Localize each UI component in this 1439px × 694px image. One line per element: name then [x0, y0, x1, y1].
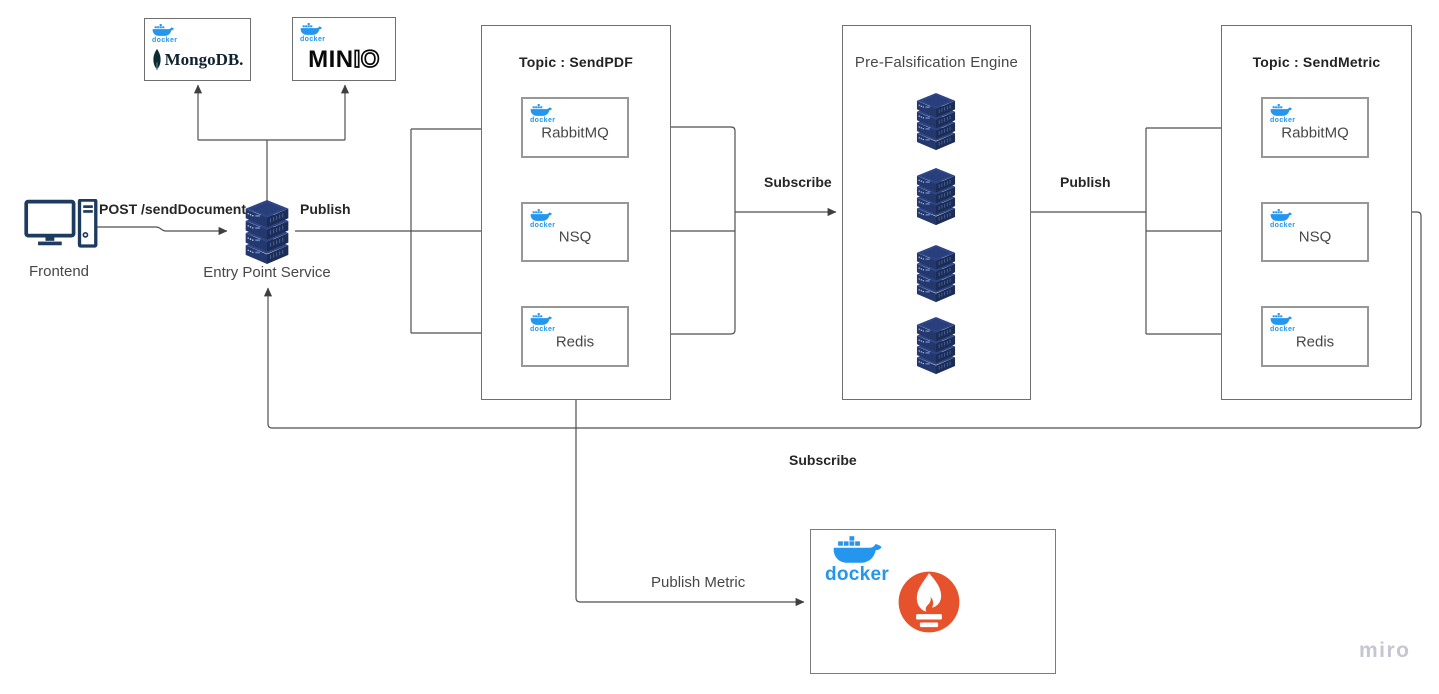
docker-whale-icon — [1270, 313, 1292, 325]
topic-sendpdf-title: Topic : SendPDF — [519, 54, 633, 70]
pre-falsification-engine-box[interactable]: Pre-Falsification Engine — [842, 25, 1031, 400]
docker-wordmark: docker — [824, 564, 890, 585]
mongodb-wordmark: MongoDB. — [164, 49, 244, 69]
sendpdf-nsq-node[interactable]: docker NSQ — [521, 202, 629, 262]
frontend-node[interactable] — [24, 198, 98, 256]
docker-whale-icon — [152, 24, 174, 36]
miro-watermark: miro — [1359, 639, 1411, 662]
edge-label-subscribe-in: Subscribe — [764, 174, 832, 190]
server-stack-icon — [916, 245, 956, 303]
sendpdf-rabbitmq-node[interactable]: docker RabbitMQ — [521, 97, 629, 158]
docker-label: docker — [152, 37, 178, 44]
docker-whale-icon — [530, 104, 552, 116]
server-stack-icon — [916, 168, 956, 226]
edge-label-publish-metric: Publish Metric — [651, 574, 746, 591]
docker-whale-icon — [1270, 209, 1292, 221]
edge-label-post-senddocument: POST /sendDocument — [99, 201, 247, 217]
docker-label: docker — [1270, 326, 1296, 333]
docker-badge: docker — [530, 311, 564, 333]
docker-label: docker — [300, 36, 326, 43]
sendpdf-rabbitmq-label: RabbitMQ — [541, 124, 609, 141]
topic-sendmetric-title: Topic : SendMetric — [1252, 54, 1381, 70]
docker-badge: docker — [152, 22, 186, 44]
docker-badge: docker — [300, 21, 334, 43]
metrics-stack-node[interactable]: docker — [810, 529, 1056, 674]
edge-label-subscribe-return: Subscribe — [789, 452, 857, 468]
docker-badge: docker — [1270, 102, 1304, 124]
docker-badge: docker — [530, 207, 564, 229]
docker-label: docker — [530, 117, 556, 124]
edge-label-publish-left: Publish — [300, 201, 351, 217]
sendmetric-nsq-label: NSQ — [1298, 228, 1332, 246]
edge-label-publish-right: Publish — [1060, 174, 1111, 190]
pre-falsification-engine-title: Pre-Falsification Engine — [854, 54, 1019, 71]
docker-whale-icon — [530, 313, 552, 325]
minio-wordmark: MINIO — [308, 46, 380, 73]
docker-label: docker — [530, 326, 556, 333]
docker-whale-icon — [300, 23, 322, 35]
entry-point-service-node[interactable] — [241, 200, 293, 265]
docker-whale-icon — [833, 536, 882, 563]
sendpdf-redis-label: Redis — [555, 333, 595, 350]
mongodb-node[interactable]: docker MongoDB. — [144, 18, 251, 81]
docker-label: docker — [530, 222, 556, 229]
docker-whale-icon — [1270, 104, 1292, 116]
server-stack-icon — [916, 93, 956, 151]
docker-logo: docker — [822, 532, 892, 586]
docker-badge: docker — [1270, 311, 1304, 333]
sendmetric-rabbitmq-label: RabbitMQ — [1281, 124, 1349, 141]
docker-label: docker — [1270, 117, 1296, 124]
docker-badge: docker — [530, 102, 564, 124]
sendmetric-redis-label: Redis — [1295, 333, 1335, 350]
desktop-computer-icon — [24, 198, 98, 248]
sendmetric-rabbitmq-node[interactable]: docker RabbitMQ — [1261, 97, 1369, 158]
minio-node[interactable]: docker MINIO — [292, 17, 396, 81]
prometheus-icon — [898, 571, 960, 633]
sendpdf-nsq-label: NSQ — [558, 228, 592, 246]
entry-point-service-label: Entry Point Service — [203, 264, 331, 281]
server-stack-icon — [916, 317, 956, 375]
sendmetric-nsq-node[interactable]: docker NSQ — [1261, 202, 1369, 262]
frontend-label: Frontend — [28, 263, 90, 280]
docker-label: docker — [1270, 222, 1296, 229]
mongodb-leaf-icon — [152, 49, 161, 70]
docker-badge: docker — [1270, 207, 1304, 229]
docker-whale-icon — [530, 209, 552, 221]
sendpdf-redis-node[interactable]: docker Redis — [521, 306, 629, 367]
server-stack-icon — [245, 200, 289, 264]
sendmetric-redis-node[interactable]: docker Redis — [1261, 306, 1369, 367]
